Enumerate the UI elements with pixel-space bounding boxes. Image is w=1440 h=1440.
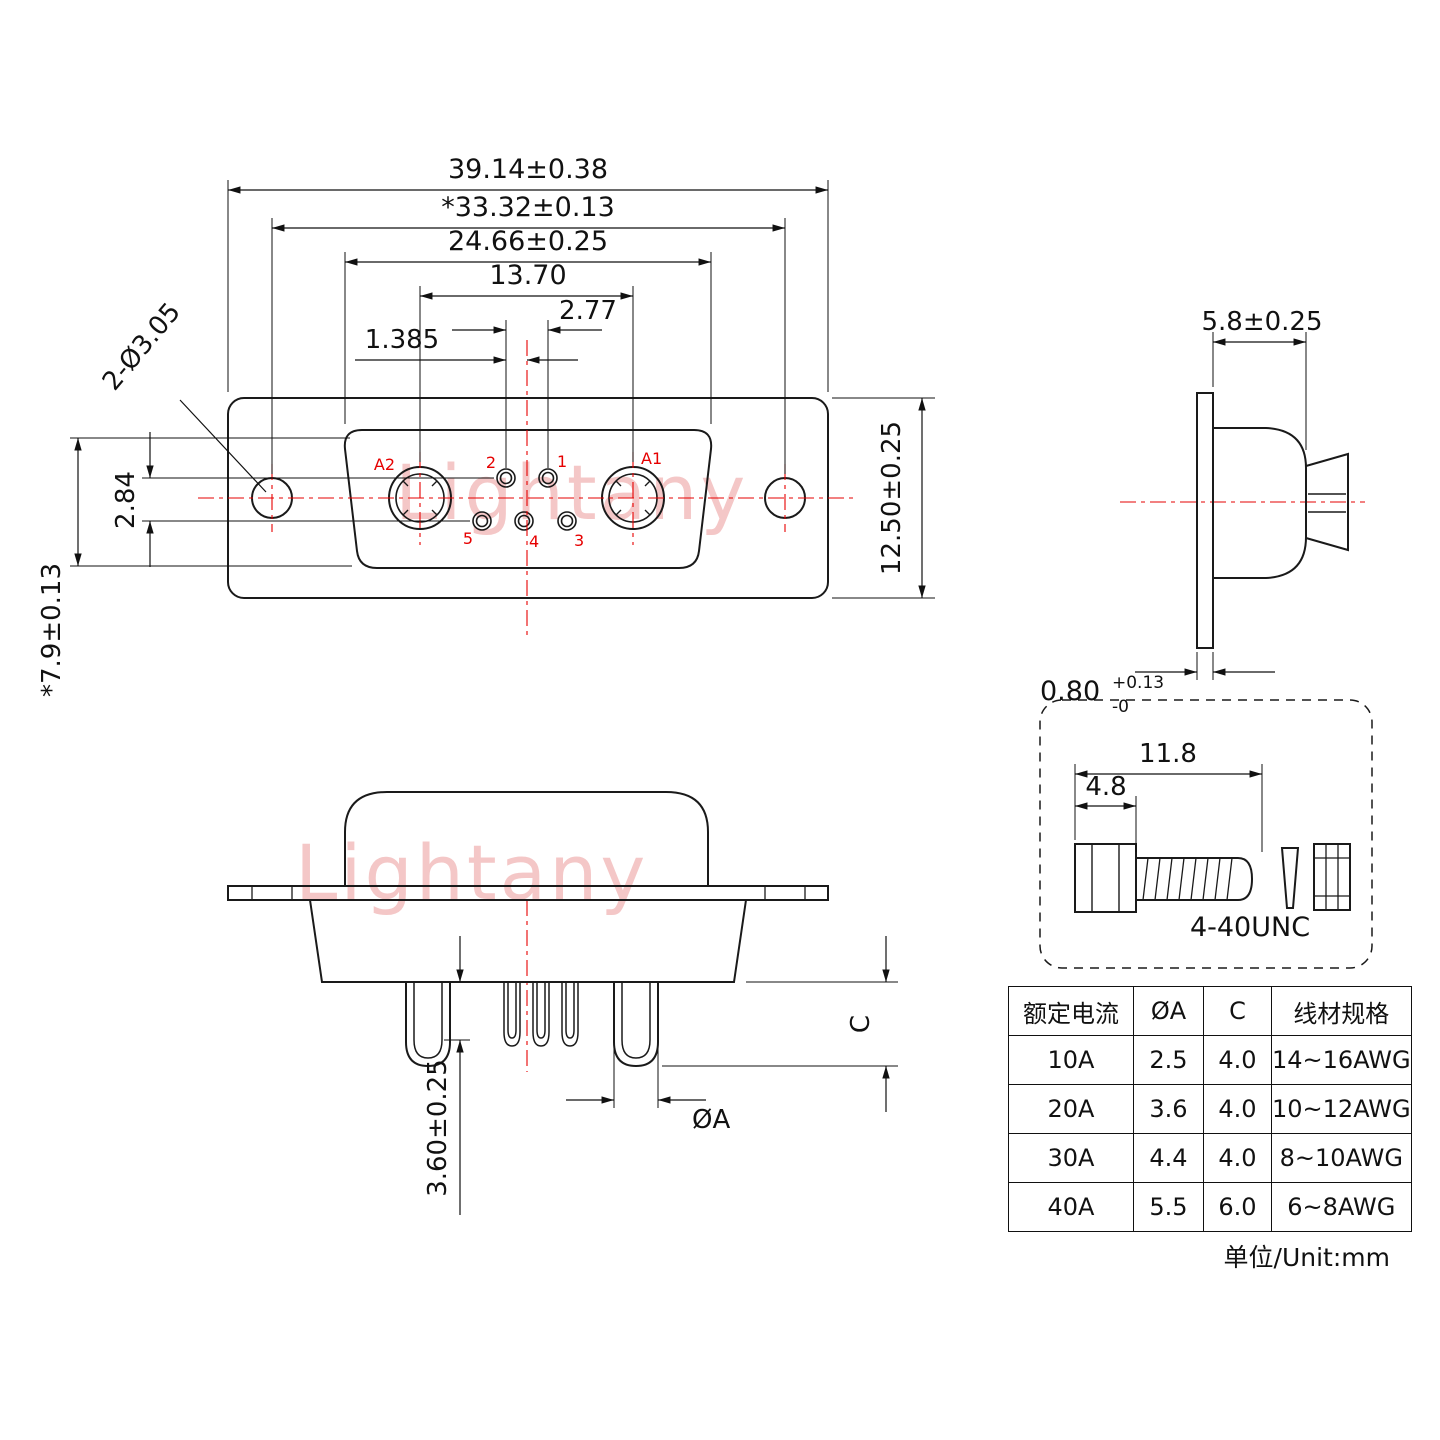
side-dimension-texts: 5.8±0.25 0.80 +0.13 -0 bbox=[1040, 307, 1323, 717]
dim-flange-tol-minus: -0 bbox=[1112, 697, 1129, 717]
dim-screw-head: 4.8 bbox=[1085, 772, 1126, 802]
rear-view bbox=[227, 791, 829, 1068]
dim-row-gap: 2.84 bbox=[111, 471, 141, 529]
cell-dia: 2.5 bbox=[1133, 1035, 1204, 1085]
cell-current: 10A bbox=[1008, 1035, 1134, 1085]
unit-note: 单位/Unit:mm bbox=[1223, 1243, 1390, 1272]
dim-body-depth: 5.8±0.25 bbox=[1201, 307, 1322, 337]
table-row: 30A 4.4 4.0 8~10AWG bbox=[1008, 1133, 1412, 1183]
table-row: 20A 3.6 4.0 10~12AWG bbox=[1008, 1084, 1412, 1134]
side-wire-tail bbox=[1305, 452, 1349, 552]
table-header-row: 额定电流 ØA C 线材规格 bbox=[1008, 986, 1412, 1036]
cell-dia: 5.5 bbox=[1133, 1182, 1204, 1232]
dim-pin-diameter: ØA bbox=[692, 1105, 730, 1135]
header-wire-gauge: 线材规格 bbox=[1271, 986, 1412, 1036]
side-view bbox=[1196, 392, 1349, 649]
wedge-part bbox=[1280, 847, 1300, 909]
dim-barrel-depth: C bbox=[846, 1015, 876, 1033]
label-pin3: 3 bbox=[574, 531, 584, 550]
dim-pin-length: 3.60±0.25 bbox=[423, 1059, 453, 1197]
label-pin1: 1 bbox=[557, 452, 567, 471]
dim-pin-offset: 1.385 bbox=[365, 325, 439, 355]
front-dimensions bbox=[70, 180, 935, 599]
side-wire-tail-lines bbox=[1308, 493, 1346, 513]
side-dimensions bbox=[1135, 332, 1307, 680]
screw-threads bbox=[1142, 857, 1233, 901]
rear-dimensions bbox=[444, 936, 898, 1215]
dim-cutout-height: *7.9±0.13 bbox=[37, 563, 67, 697]
label-a2: A2 bbox=[374, 455, 395, 474]
dim-flange-tol-plus: +0.13 bbox=[1112, 673, 1164, 693]
label-pin5: 5 bbox=[463, 529, 473, 548]
center-lines bbox=[198, 340, 1365, 1072]
screw-head-flats bbox=[1091, 844, 1120, 912]
cell-c: 4.0 bbox=[1203, 1133, 1272, 1183]
cell-current: 40A bbox=[1008, 1182, 1134, 1232]
watermark-logo: Lightany bbox=[295, 828, 649, 917]
cell-wire: 8~10AWG bbox=[1271, 1133, 1412, 1183]
cell-c: 4.0 bbox=[1203, 1035, 1272, 1085]
side-body bbox=[1213, 427, 1307, 579]
rear-insulator-body bbox=[308, 899, 748, 983]
nut-part bbox=[1313, 843, 1351, 911]
dim-screw-overall: 11.8 bbox=[1139, 739, 1197, 769]
dim-total-height: 12.50±0.25 bbox=[877, 421, 907, 575]
cell-c: 4.0 bbox=[1203, 1084, 1272, 1134]
dim-mount-width: *33.32±0.13 bbox=[441, 192, 615, 223]
thread-spec: 4-40UNC bbox=[1190, 912, 1310, 943]
rear-dimension-texts: C 3.60±0.25 ØA bbox=[423, 1015, 876, 1197]
spec-table: 额定电流 ØA C 线材规格 10A 2.5 4.0 14~16AWG 20A … bbox=[1008, 986, 1412, 1232]
contact-labels: A2 A1 2 1 5 4 3 bbox=[374, 449, 662, 551]
label-pin2: 2 bbox=[486, 453, 496, 472]
screw-shaft bbox=[1135, 857, 1254, 901]
cell-wire: 6~8AWG bbox=[1271, 1182, 1412, 1232]
label-pin4: 4 bbox=[529, 532, 539, 551]
cell-current: 20A bbox=[1008, 1084, 1134, 1134]
rear-signal-pins bbox=[503, 982, 579, 1047]
cell-wire: 10~12AWG bbox=[1271, 1084, 1412, 1134]
cell-wire: 14~16AWG bbox=[1271, 1035, 1412, 1085]
dim-flange-thickness: 0.80 bbox=[1040, 676, 1100, 707]
nut-lines bbox=[1314, 844, 1350, 910]
rear-shell-cap bbox=[344, 791, 709, 886]
header-rated-current: 额定电流 bbox=[1008, 986, 1134, 1036]
table-row: 10A 2.5 4.0 14~16AWG bbox=[1008, 1035, 1412, 1085]
rear-power-pin-right bbox=[613, 982, 659, 1068]
table-row: 40A 5.5 6.0 6~8AWG bbox=[1008, 1182, 1412, 1232]
dim-cutout-width: 24.66±0.25 bbox=[448, 226, 608, 257]
cell-current: 30A bbox=[1008, 1133, 1134, 1183]
dim-mount-holes: 2-Ø3.05 bbox=[97, 297, 187, 396]
d-cutout-outline bbox=[343, 429, 713, 569]
front-dimension-texts: 39.14±0.38 *33.32±0.13 24.66±0.25 13.70 … bbox=[37, 154, 907, 697]
screw-head bbox=[1074, 843, 1137, 913]
dim-total-width: 39.14±0.38 bbox=[448, 154, 608, 185]
header-c: C bbox=[1203, 986, 1272, 1036]
cell-dia: 3.6 bbox=[1133, 1084, 1204, 1134]
signal-pins bbox=[472, 468, 577, 531]
cell-dia: 4.4 bbox=[1133, 1133, 1204, 1183]
dim-pin-pitch: 2.77 bbox=[559, 296, 617, 326]
side-flange bbox=[1196, 392, 1214, 649]
header-dia-a: ØA bbox=[1133, 986, 1204, 1036]
rear-flange-bar bbox=[227, 885, 829, 901]
dim-contact-span: 13.70 bbox=[489, 260, 566, 291]
label-a1: A1 bbox=[641, 449, 662, 468]
rear-power-pin-left bbox=[405, 982, 451, 1068]
rear-hole-marks bbox=[251, 886, 806, 900]
cell-c: 6.0 bbox=[1203, 1182, 1272, 1232]
screw-detail-box bbox=[1039, 699, 1373, 969]
screw-detail: 11.8 4.8 4-40UNC bbox=[1039, 699, 1373, 969]
watermark-logo: Lightany bbox=[395, 448, 749, 537]
